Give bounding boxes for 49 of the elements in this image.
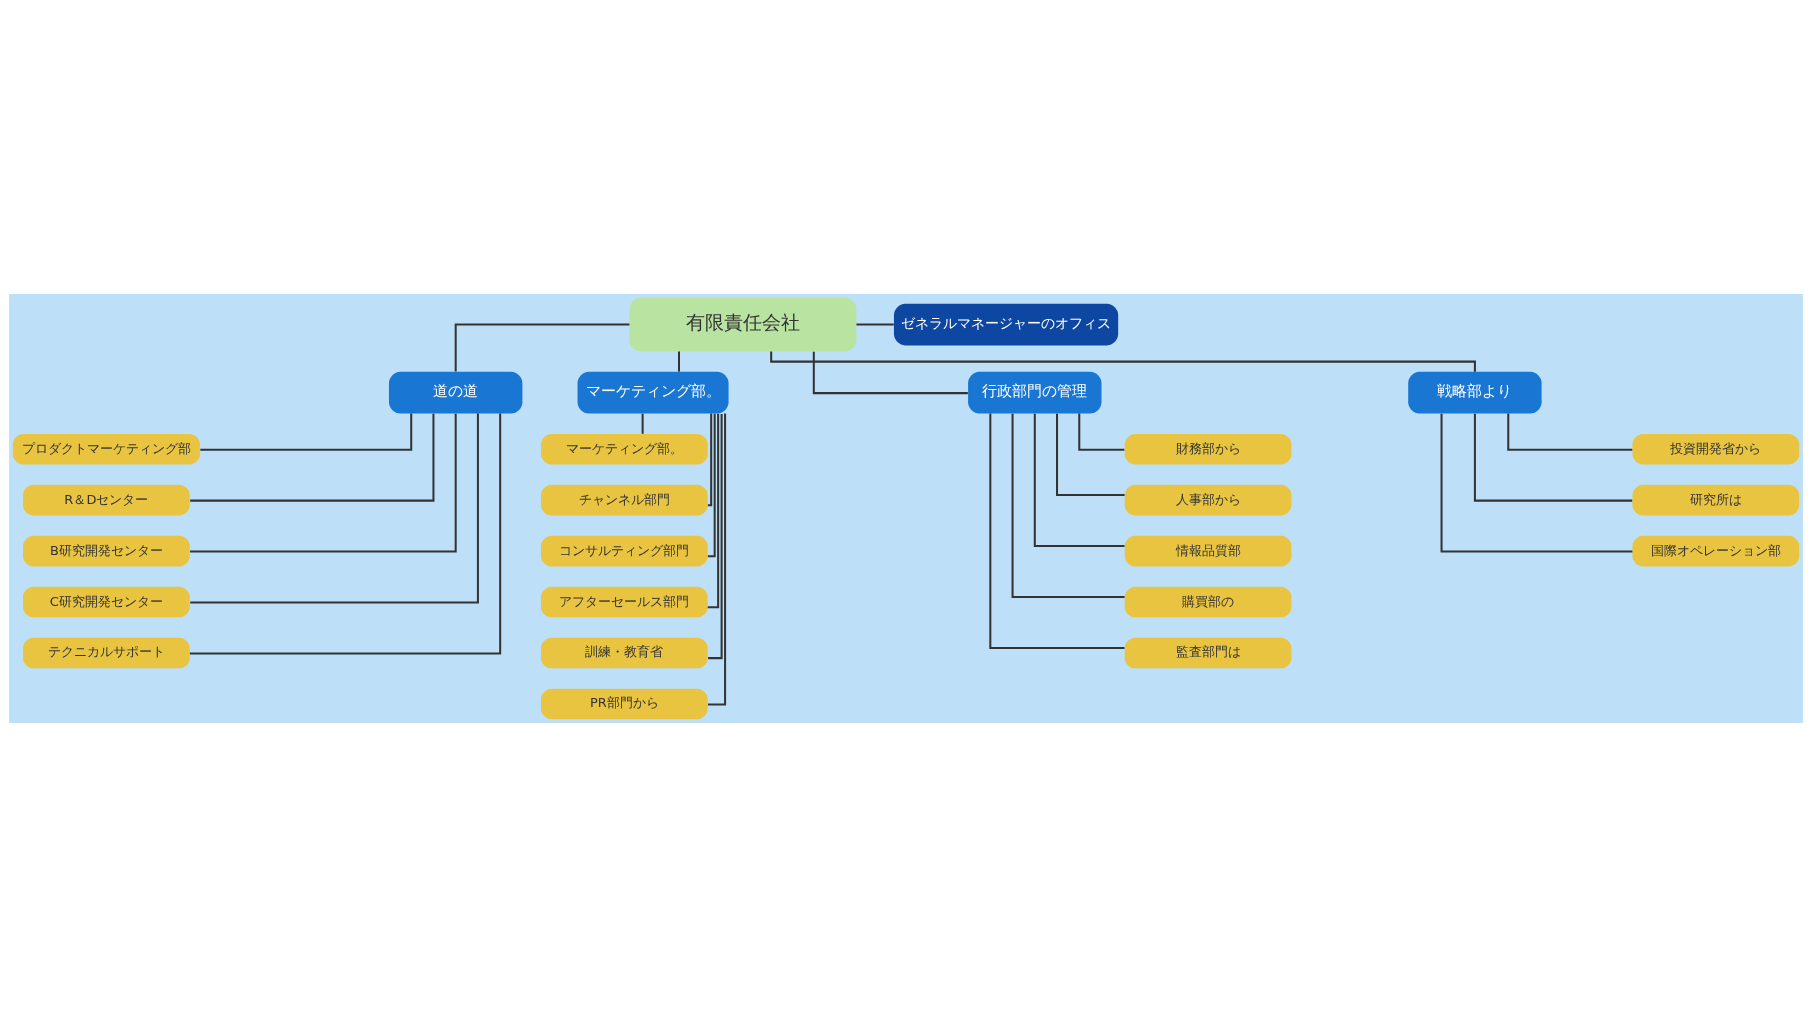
node-box: 研究所は <box>1632 484 1800 516</box>
node-box: 訓練・教育省 <box>540 637 708 669</box>
node-box: チャンネル部門 <box>540 484 708 516</box>
node-box: 財務部から <box>1124 433 1292 465</box>
connector <box>190 413 479 604</box>
node-box: 投資開発省から <box>1632 433 1800 465</box>
connector <box>1473 413 1633 502</box>
connector <box>812 351 968 395</box>
connector <box>190 413 457 553</box>
node-box: R＆Dセンター <box>23 484 190 516</box>
node-box: プロダクトマーケティング部 <box>12 433 200 465</box>
connector <box>770 351 1476 372</box>
connector <box>454 323 630 372</box>
connector <box>856 323 894 326</box>
connector <box>989 413 1125 649</box>
node-box: 購買部の <box>1124 586 1292 618</box>
connector <box>1011 413 1125 598</box>
connector <box>707 413 720 609</box>
node-box: 監査部門は <box>1124 637 1292 669</box>
connector <box>641 413 644 434</box>
node-box: ゼネラルマネージャーのオフィス <box>893 303 1119 346</box>
node-box: マーケティング部。 <box>577 371 729 414</box>
node-box: コンサルティング部門 <box>540 535 708 567</box>
node-box: 情報品質部 <box>1124 535 1292 567</box>
node-box: 人事部から <box>1124 484 1292 516</box>
node-box: 道の道 <box>389 371 523 414</box>
node-box: 行政部門の管理 <box>968 371 1102 414</box>
node-box: 戦略部より <box>1408 371 1542 414</box>
node-box: C研究開発センター <box>23 586 190 618</box>
connector <box>190 413 435 502</box>
connector <box>200 413 413 451</box>
connector <box>708 413 727 706</box>
connector <box>1507 413 1633 451</box>
connector <box>1033 413 1125 548</box>
connector <box>189 413 502 655</box>
connector <box>677 351 680 372</box>
node-box: 有限責任会社 <box>629 297 857 352</box>
node-box: B研究開発センター <box>23 535 190 567</box>
connector <box>1056 413 1125 497</box>
connector <box>708 413 723 660</box>
connector <box>1440 413 1633 553</box>
node-box: マーケティング部。 <box>540 433 708 465</box>
node-box: PR部門から <box>540 688 708 720</box>
connector <box>707 413 713 507</box>
connector <box>707 413 716 558</box>
node-box: アフターセールス部門 <box>540 586 708 618</box>
connector <box>1078 413 1125 451</box>
node-box: テクニカルサポート <box>23 637 190 669</box>
node-box: 国際オペレーション部 <box>1632 535 1800 567</box>
